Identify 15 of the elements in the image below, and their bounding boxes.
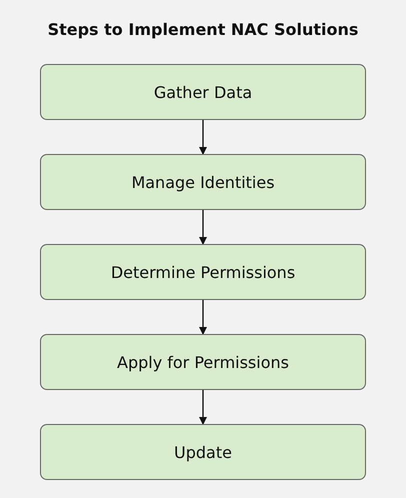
step-label: Gather Data xyxy=(154,82,252,102)
arrow xyxy=(199,300,207,335)
diagram-title: Steps to Implement NAC Solutions xyxy=(46,20,360,39)
step-label: Update xyxy=(174,442,232,462)
step-label: Apply for Permissions xyxy=(117,352,289,372)
process-box xyxy=(40,64,366,120)
arrow xyxy=(199,210,207,245)
step-label: Determine Permissions xyxy=(110,262,296,282)
process-box xyxy=(40,424,366,480)
process-box xyxy=(40,244,366,300)
arrow xyxy=(199,120,207,155)
process-box xyxy=(40,334,366,390)
step-label: Manage Identities xyxy=(131,172,275,192)
arrow xyxy=(199,390,207,425)
process-box xyxy=(40,154,366,210)
